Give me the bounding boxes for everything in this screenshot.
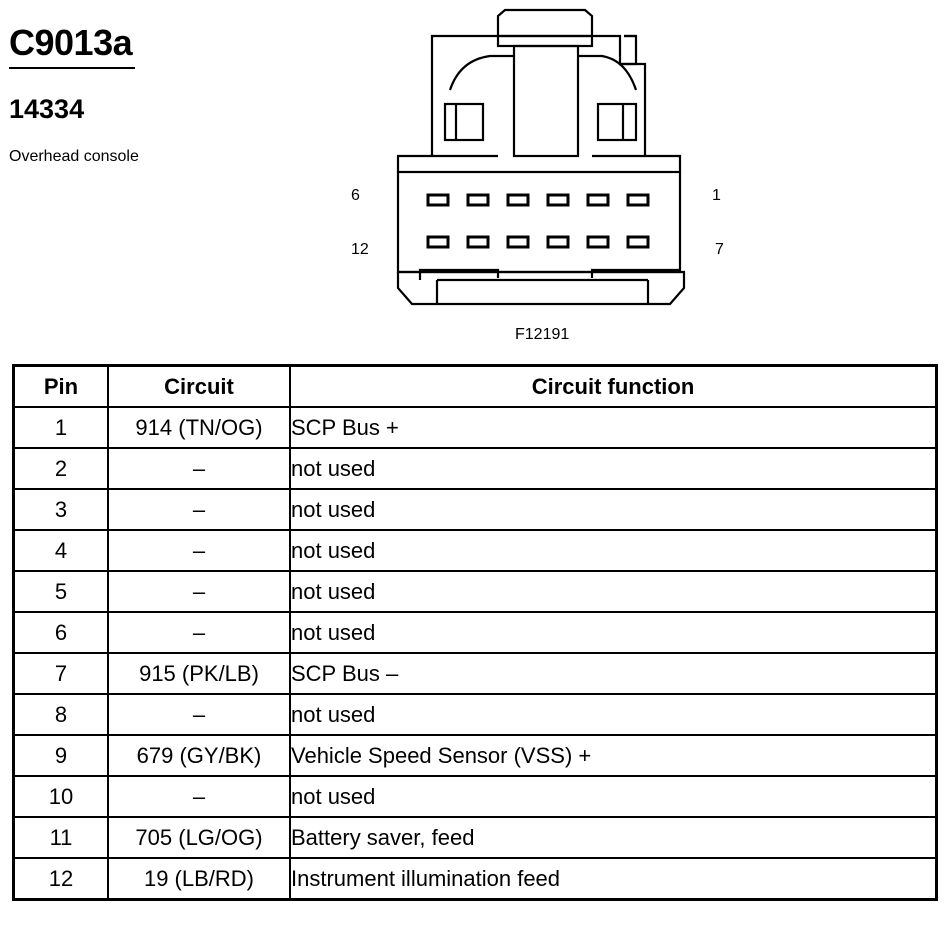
function-cell: not used: [289, 488, 938, 531]
function-cell: Vehicle Speed Sensor (VSS) +: [289, 734, 938, 777]
circuit-cell: –: [107, 529, 291, 572]
pin-cell: 11: [12, 816, 109, 859]
circuit-cell: –: [107, 693, 291, 736]
pin-cell: 1: [12, 406, 109, 449]
pin-label-6: 6: [351, 187, 360, 204]
connector-location: Overhead console: [9, 148, 139, 165]
circuit-cell: –: [107, 611, 291, 654]
pin-label-12: 12: [351, 241, 369, 258]
figure-id: F12191: [515, 326, 570, 343]
table-row: 3 – not used: [12, 488, 938, 531]
pin-cell: 8: [12, 693, 109, 736]
pinout-table: Pin Circuit Circuit function 1 914 (TN/O…: [12, 364, 938, 901]
circuit-cell: –: [107, 570, 291, 613]
function-cell: Instrument illumination feed: [289, 857, 938, 901]
connector-face-drawing: [396, 8, 686, 306]
table-row: 4 – not used: [12, 529, 938, 572]
table-row: 8 – not used: [12, 693, 938, 736]
table-row: 11 705 (LG/OG) Battery saver, feed: [12, 816, 938, 859]
pin-cell: 7: [12, 652, 109, 695]
pin-cell: 5: [12, 570, 109, 613]
connector-id-underline: [9, 67, 135, 69]
circuit-cell: 705 (LG/OG): [107, 816, 291, 859]
part-number: 14334: [9, 94, 85, 124]
function-cell: not used: [289, 611, 938, 654]
circuit-cell: –: [107, 775, 291, 818]
circuit-cell: 679 (GY/BK): [107, 734, 291, 777]
function-cell: SCP Bus +: [289, 406, 938, 449]
pin-cell: 12: [12, 857, 109, 901]
pin-cell: 9: [12, 734, 109, 777]
function-cell: not used: [289, 447, 938, 490]
table-row: 12 19 (LB/RD) Instrument illumination fe…: [12, 857, 938, 901]
pin-label-7: 7: [715, 241, 724, 258]
function-cell: not used: [289, 529, 938, 572]
connector-id: C9013a: [9, 22, 133, 63]
table-row: 10 – not used: [12, 775, 938, 818]
table-row: 2 – not used: [12, 447, 938, 490]
header-circuit: Circuit: [107, 364, 291, 408]
table-header-row: Pin Circuit Circuit function: [12, 364, 938, 408]
table-row: 5 – not used: [12, 570, 938, 613]
pin-cell: 6: [12, 611, 109, 654]
table-row: 9 679 (GY/BK) Vehicle Speed Sensor (VSS)…: [12, 734, 938, 777]
circuit-cell: –: [107, 488, 291, 531]
function-cell: Battery saver, feed: [289, 816, 938, 859]
header-pin: Pin: [12, 364, 109, 408]
circuit-cell: –: [107, 447, 291, 490]
pin-cell: 2: [12, 447, 109, 490]
pin-label-1: 1: [712, 187, 721, 204]
circuit-cell: 19 (LB/RD): [107, 857, 291, 901]
function-cell: not used: [289, 693, 938, 736]
pin-cell: 3: [12, 488, 109, 531]
function-cell: not used: [289, 775, 938, 818]
function-cell: not used: [289, 570, 938, 613]
table-row: 6 – not used: [12, 611, 938, 654]
table-row: 7 915 (PK/LB) SCP Bus –: [12, 652, 938, 695]
circuit-cell: 915 (PK/LB): [107, 652, 291, 695]
function-cell: SCP Bus –: [289, 652, 938, 695]
pin-cell: 4: [12, 529, 109, 572]
circuit-cell: 914 (TN/OG): [107, 406, 291, 449]
table-row: 1 914 (TN/OG) SCP Bus +: [12, 406, 938, 449]
pin-cell: 10: [12, 775, 109, 818]
header-function: Circuit function: [289, 364, 938, 408]
